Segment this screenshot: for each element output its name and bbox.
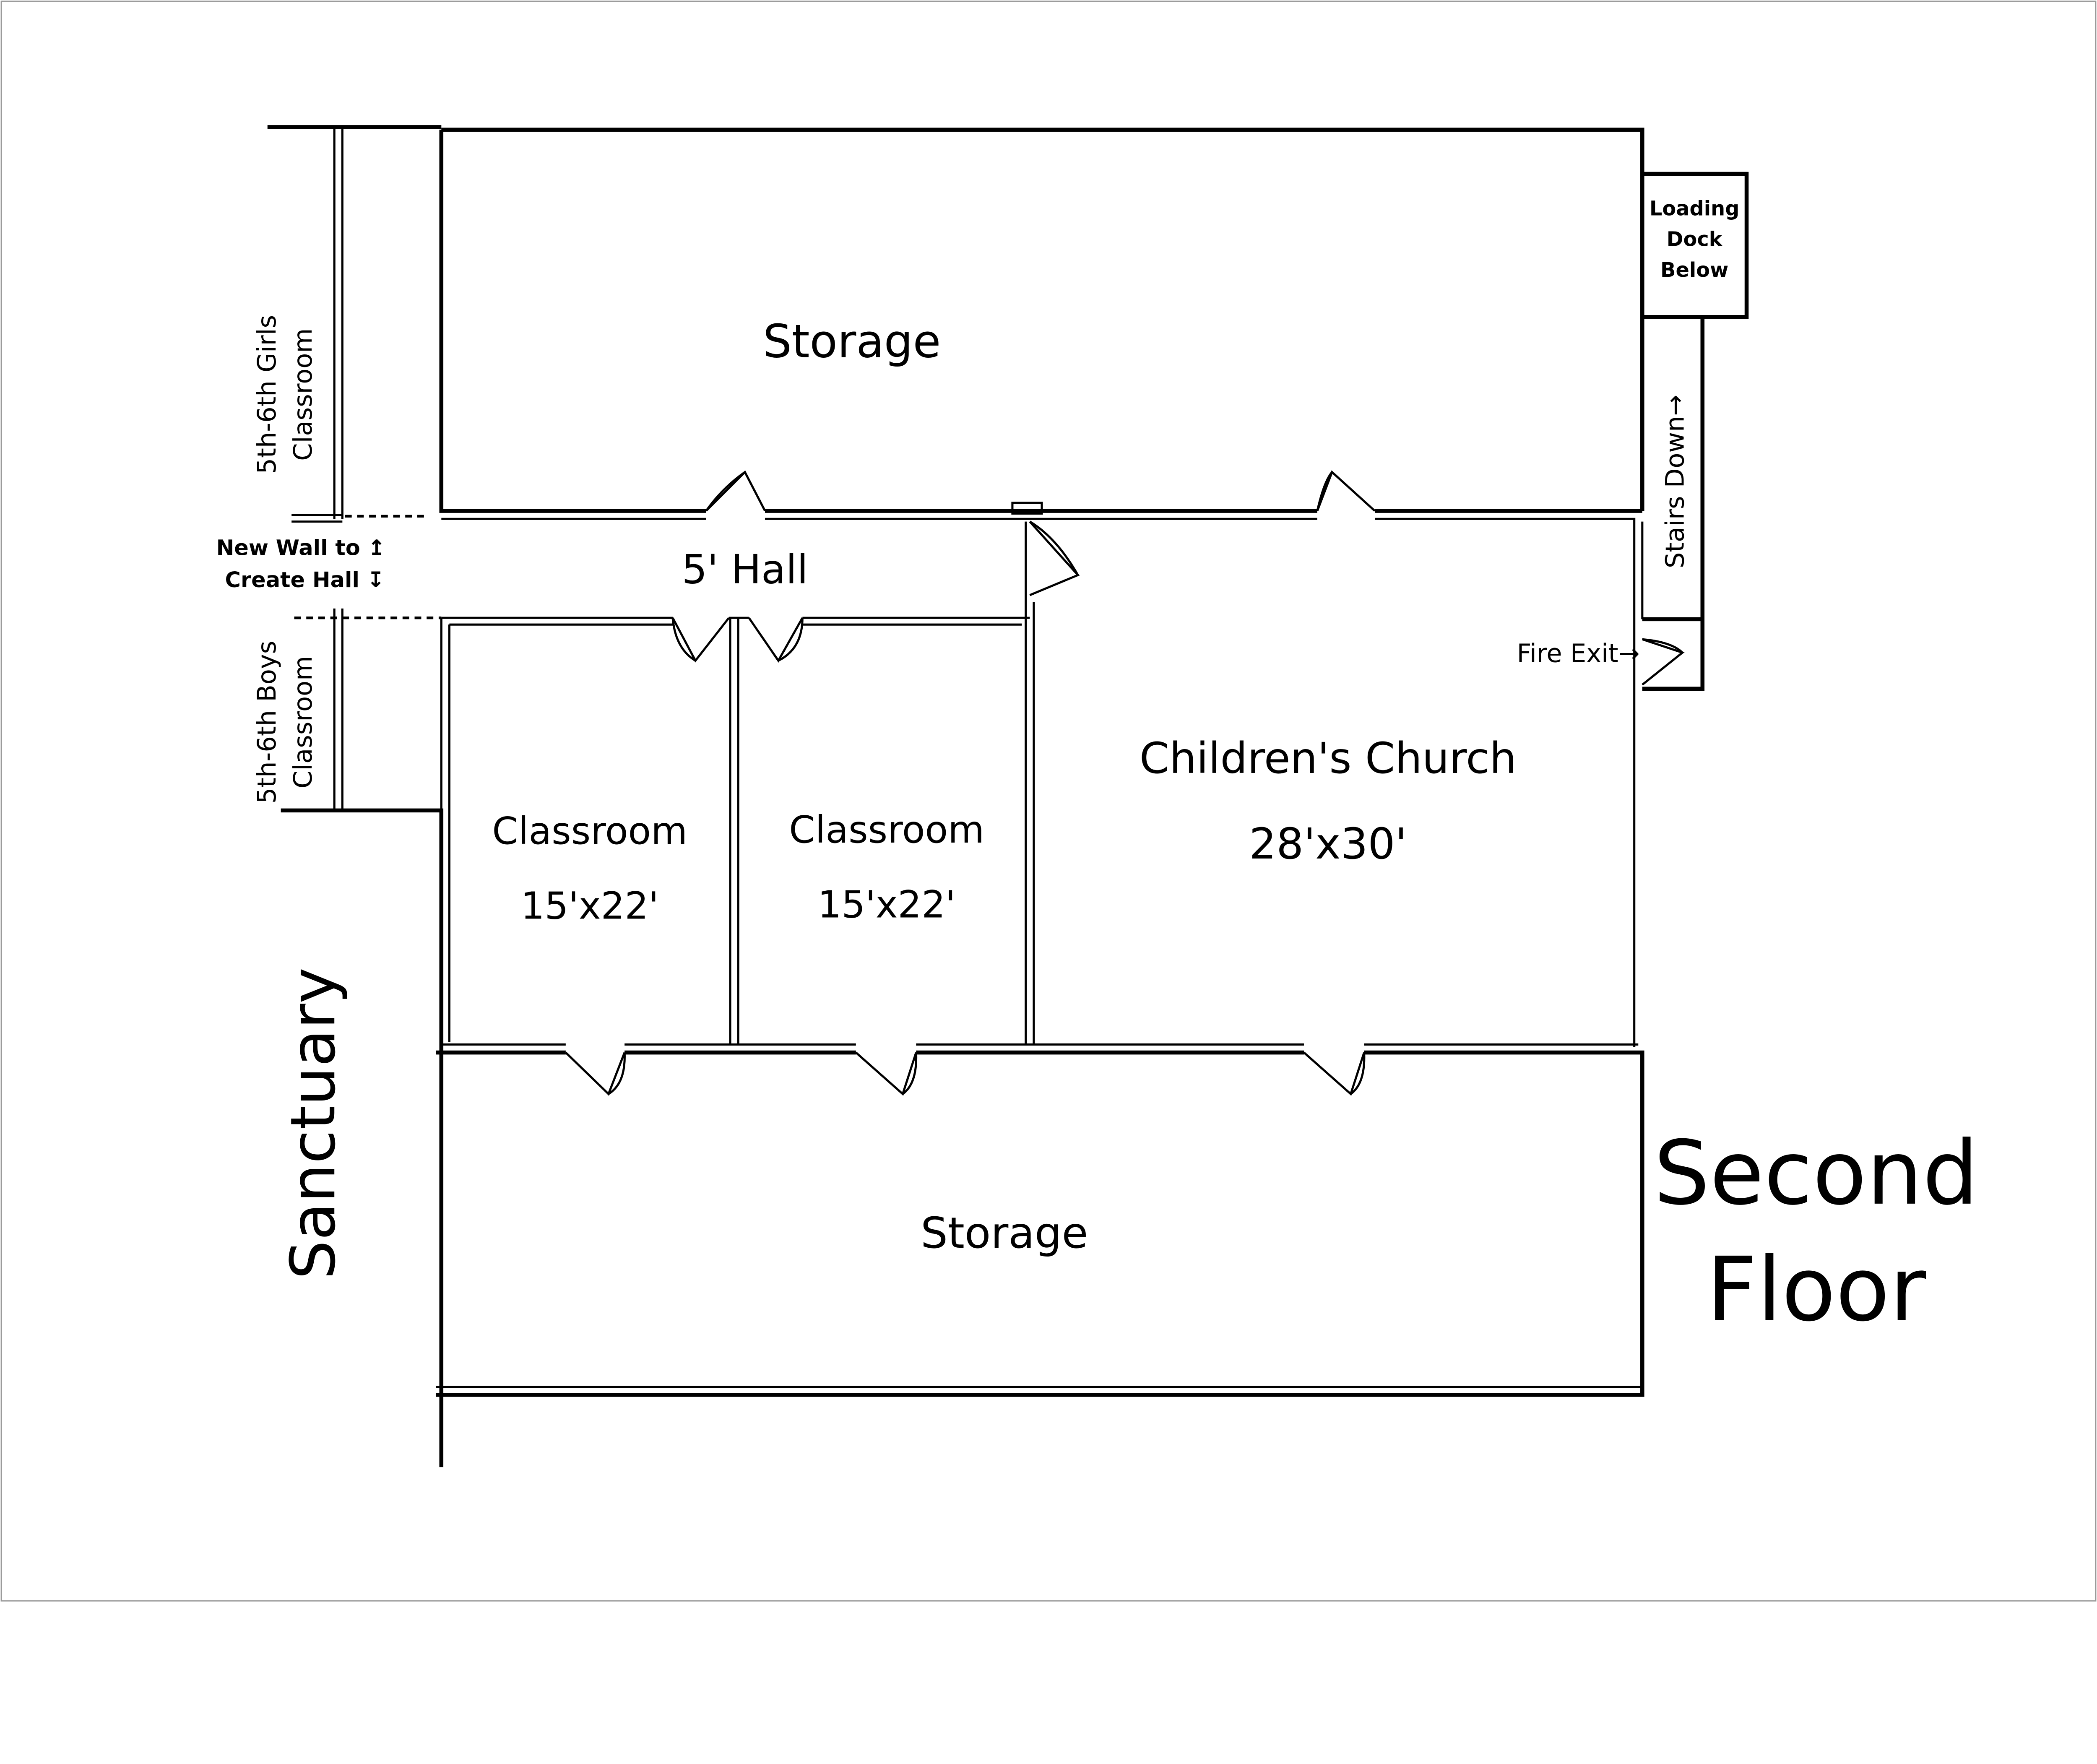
doors [565, 470, 1685, 1096]
loading-dock-line2: Dock [1667, 228, 1723, 251]
boys-classroom-line1: 5th-6th Boys [252, 641, 282, 804]
loading-dock-line3: Below [1660, 259, 1728, 282]
floor-title-line2: Floor [1707, 1238, 1926, 1341]
storage-bottom-label: Storage [921, 1208, 1088, 1258]
floor-title-line1: Second [1654, 1122, 1978, 1225]
new-wall-note-line1: New Wall to ↥ [216, 536, 386, 560]
classroom-1-size: 15'x22' [521, 885, 659, 928]
girls-classroom-line1: 5th-6th Girls [252, 315, 282, 474]
boys-classroom-line2: Classroom [289, 656, 318, 788]
childrens-church-label: Children's Church [1140, 734, 1517, 783]
childrens-church-size: 28'x30' [1249, 819, 1407, 869]
fire-exit-label: Fire Exit→ [1517, 639, 1640, 668]
girls-classroom-line2: Classroom [289, 328, 318, 461]
classroom-2-label: Classroom [789, 808, 984, 852]
loading-dock-line1: Loading [1650, 197, 1740, 220]
hall-label: 5' Hall [682, 546, 808, 593]
classroom-1-label: Classroom [492, 809, 687, 853]
classroom-2-size: 15'x22' [818, 883, 956, 926]
new-wall-note-line2: Create Hall ↧ [225, 568, 385, 593]
floor-plan: Storage 5' Hall Classroom 15'x22' Classr… [0, 0, 2097, 1602]
walls [267, 125, 1749, 1467]
sanctuary-label: Sanctuary [277, 968, 349, 1280]
storage-top-label: Storage [763, 315, 941, 368]
stairs-down-label: Stairs Down→ [1661, 395, 1690, 568]
